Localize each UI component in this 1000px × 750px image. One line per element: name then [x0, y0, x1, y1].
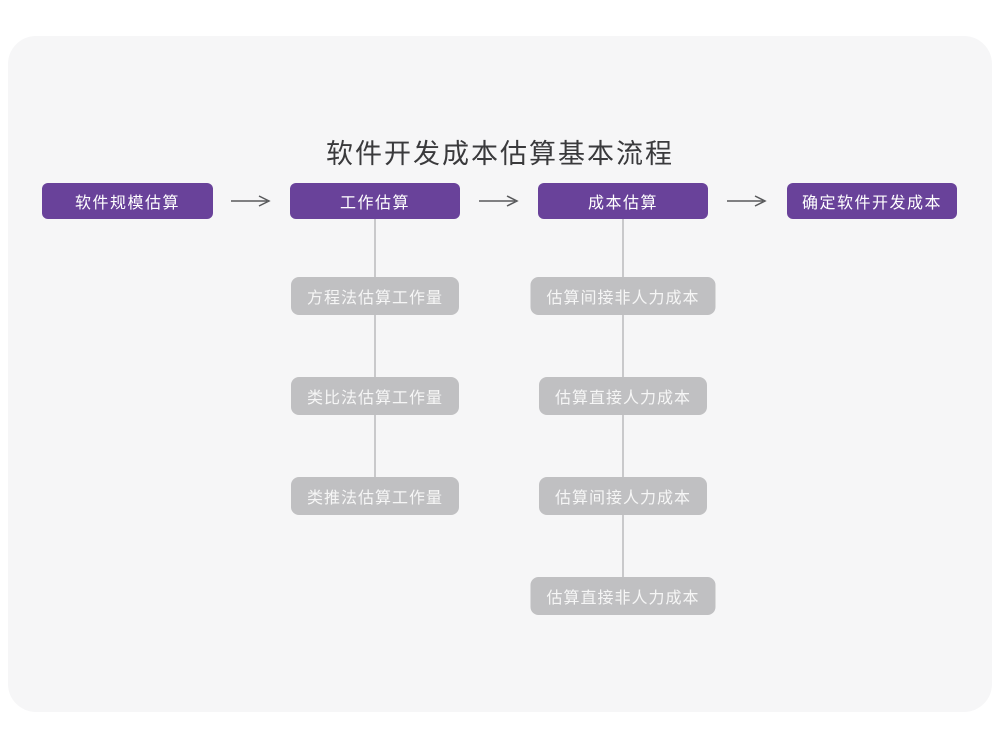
arrow-right-icon: [727, 195, 767, 207]
substep-label: 类推法估算工作量: [306, 490, 444, 507]
connector-line-work-estimation: [374, 218, 376, 496]
step-cost-estimation: 成本估算: [538, 183, 708, 219]
step-label: 软件规模估算: [74, 195, 180, 212]
arrow-right-icon: [479, 195, 519, 207]
substep-indirect-labor-cost: 估算间接人力成本: [538, 477, 708, 515]
substep-label: 估算间接非人力成本: [546, 290, 700, 307]
flowchart-card: 软件开发成本估算基本流程 软件规模估算 工作估算 成本估算 确定软件开发成本: [8, 36, 992, 712]
substep-indirect-nonlabor-cost: 估算间接非人力成本: [530, 277, 716, 315]
substep-equation-method: 方程法估算工作量: [290, 277, 460, 315]
substep-direct-nonlabor-cost: 估算直接非人力成本: [530, 577, 716, 615]
substep-label: 估算直接人力成本: [554, 390, 692, 407]
step-label: 确定软件开发成本: [801, 195, 942, 212]
step-software-scale-estimation: 软件规模估算: [42, 183, 213, 219]
substep-label: 估算间接人力成本: [554, 490, 692, 507]
substep-extrapolation-method: 类推法估算工作量: [290, 477, 460, 515]
substep-label: 方程法估算工作量: [306, 290, 444, 307]
step-work-estimation: 工作估算: [290, 183, 460, 219]
page-title: 软件开发成本估算基本流程: [326, 139, 674, 169]
step-determine-development-cost: 确定软件开发成本: [787, 183, 957, 219]
substep-label: 类比法估算工作量: [306, 390, 444, 407]
step-label: 成本估算: [587, 195, 658, 212]
substep-direct-labor-cost: 估算直接人力成本: [538, 377, 708, 415]
arrow-right-icon: [231, 195, 271, 207]
substep-label: 估算直接非人力成本: [546, 590, 700, 607]
substep-analogy-method: 类比法估算工作量: [290, 377, 460, 415]
step-label: 工作估算: [339, 195, 410, 212]
